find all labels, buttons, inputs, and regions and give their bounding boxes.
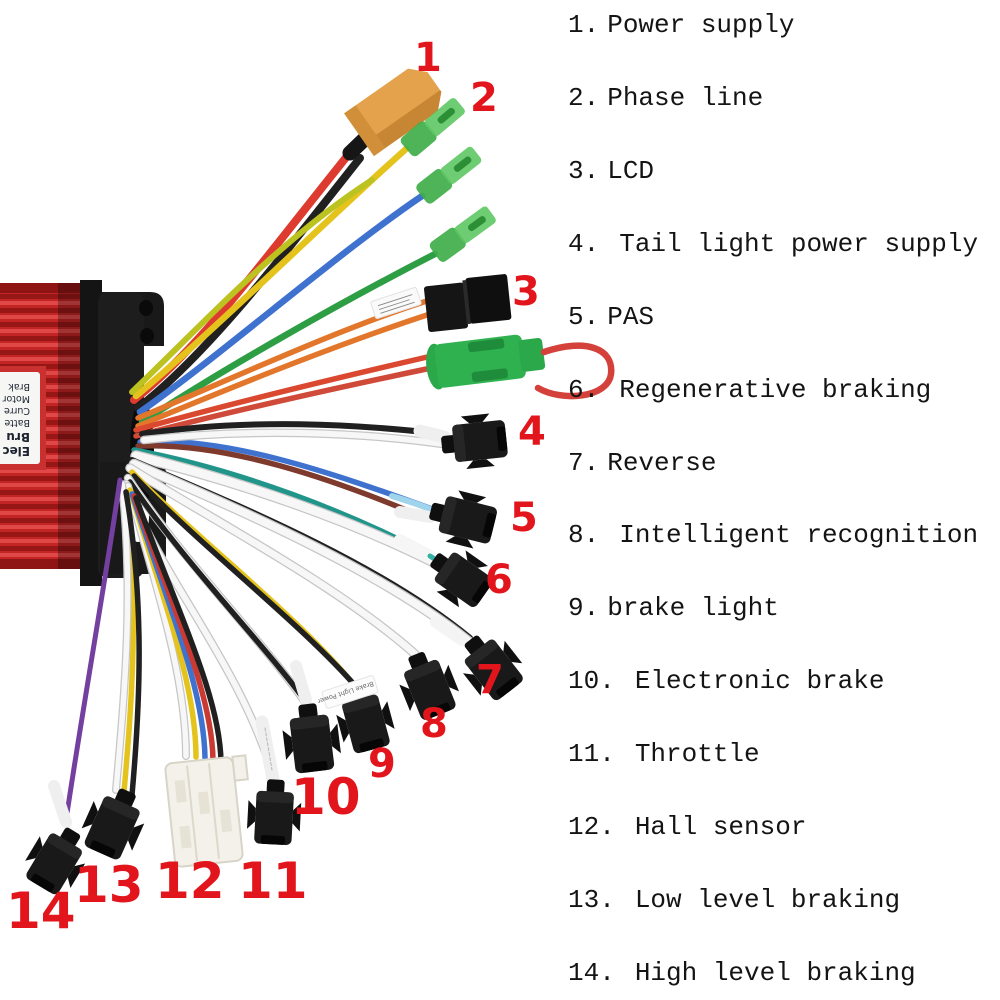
legend-label: Electronic brake: [634, 666, 885, 697]
legend-item-5: 5.PAS: [568, 302, 998, 332]
callout-8: 8: [420, 701, 448, 747]
legend-num: 7.: [568, 447, 600, 478]
controller-spec-label: Elec Bru Batte Curre Motor Brak: [0, 372, 40, 464]
connector-4-plug: [438, 411, 510, 472]
wire: [129, 177, 375, 395]
legend-label: Phase line: [607, 82, 764, 113]
callout-3: 3: [512, 269, 540, 315]
legend-num: 1.: [568, 10, 600, 40]
legend-label: Intelligent recognition: [619, 520, 979, 551]
legend-num: 3.: [568, 155, 600, 186]
legend-num: 11.: [568, 739, 615, 770]
legend-num: 10.: [568, 666, 615, 697]
wire: [133, 352, 439, 433]
wire: [131, 473, 362, 693]
legend-label: Tail light power supply: [619, 228, 979, 259]
legend-num: 6.: [568, 374, 600, 405]
label-line: Batte: [4, 417, 30, 428]
wire: [123, 489, 142, 798]
connector-5-plug: [424, 485, 501, 553]
legend-label: Reverse: [607, 447, 717, 478]
callout-9: 9: [368, 741, 396, 787]
wire-harness: [63, 145, 479, 823]
callout-5: 5: [510, 495, 538, 541]
legend-label: Throttle: [634, 739, 760, 770]
wire: [63, 477, 123, 823]
legend-item-12: 12. Hall sensor: [568, 812, 998, 842]
connector-1-xt60: [344, 68, 442, 156]
label-line: Curre: [4, 405, 30, 416]
label-line: Brak: [8, 381, 30, 392]
legend-label: LCD: [607, 155, 655, 186]
legend-item-6: 6. Regenerative braking: [568, 375, 998, 405]
legend-item-14: 14. High level braking: [568, 958, 998, 988]
legend-item-8: 8. Intelligent recognition: [568, 520, 998, 550]
wire: [141, 429, 446, 447]
callout-12: 12: [155, 852, 225, 910]
legend-label: Low level braking: [634, 885, 901, 916]
callout-10: 10: [291, 768, 361, 826]
wire: [139, 421, 446, 437]
connector-loop-regen: [426, 334, 615, 400]
legend-label: PAS: [607, 301, 655, 332]
label-line: Elec: [2, 444, 30, 458]
legend-num: 9.: [568, 593, 600, 624]
legend-item-3: 3.LCD: [568, 156, 998, 186]
connector-3-lcd-plug: [424, 274, 512, 332]
legend-label: brake light: [607, 593, 779, 624]
callout-14: 14: [6, 882, 76, 940]
red-loop-wire: [534, 342, 615, 400]
wire: [135, 311, 433, 429]
legend-num: 4.: [568, 228, 600, 259]
legend-item-11: 11. Throttle: [568, 739, 998, 769]
legend-num: 2.: [568, 82, 600, 113]
callout-7: 7: [476, 657, 504, 703]
wire: [135, 442, 433, 523]
legend-item-13: 13. Low level braking: [568, 885, 998, 915]
legend-item-4: 4. Tail light power supply: [568, 229, 998, 259]
legend-label: Regenerative braking: [619, 374, 932, 405]
legend-item-10: 10. Electronic brake: [568, 666, 998, 696]
wire: [127, 479, 314, 712]
callout-1: 1: [414, 35, 442, 81]
legend-label: Hall sensor: [634, 812, 807, 843]
legend-item-1: 1.Power supply: [568, 10, 998, 40]
callout-4: 4: [518, 409, 546, 455]
legend-item-2: 2.Phase line: [568, 83, 998, 113]
wire: [126, 464, 419, 658]
legend-num: 13.: [568, 885, 615, 916]
wire: [136, 192, 426, 416]
callout-13: 13: [74, 856, 144, 914]
legend-label: Power supply: [607, 10, 795, 40]
connector-10-plug: [279, 700, 343, 775]
wire: [132, 145, 410, 400]
legend: 1.Power supply 2.Phase line 3.LCD 4. Tail…: [568, 10, 998, 988]
callout-6: 6: [485, 557, 513, 603]
legend-num: 12.: [568, 812, 615, 843]
legend-num: 14.: [568, 957, 615, 988]
legend-label: High level braking: [634, 957, 916, 988]
wire: [130, 460, 477, 649]
wire-label-tag: [370, 287, 422, 319]
wire: [113, 481, 131, 793]
legend-num: 5.: [568, 301, 600, 332]
callout-11: 11: [238, 852, 308, 910]
legend-num: 8.: [568, 520, 600, 551]
wire: [133, 364, 439, 439]
label-line: Bru: [6, 430, 30, 444]
wire-sleeves: [48, 122, 468, 828]
wire: [133, 495, 224, 765]
legend-item-7: 7.Reverse: [568, 448, 998, 478]
callout-2: 2: [470, 75, 498, 121]
connector-12-hall-socket: [164, 754, 249, 868]
legend-item-9: 9.brake light: [568, 593, 998, 623]
label-line: Motor: [2, 393, 30, 404]
